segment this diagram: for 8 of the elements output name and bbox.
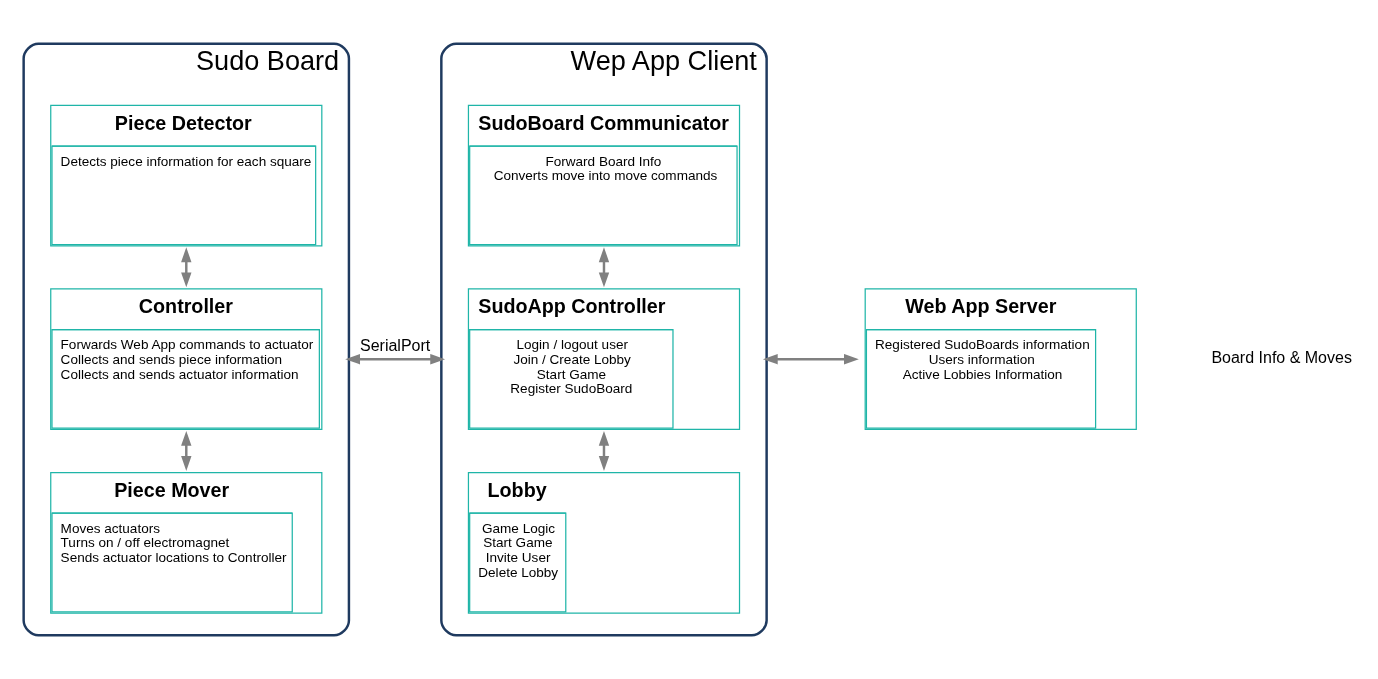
arrow: [181, 247, 192, 288]
arrow: [598, 247, 610, 288]
arrow: [762, 354, 859, 365]
arrow: [598, 430, 610, 471]
arrow: [181, 430, 192, 471]
arrow: [345, 354, 446, 365]
edge-label: SerialPort: [360, 337, 431, 355]
label: Board Info & Moves: [1211, 349, 1352, 367]
